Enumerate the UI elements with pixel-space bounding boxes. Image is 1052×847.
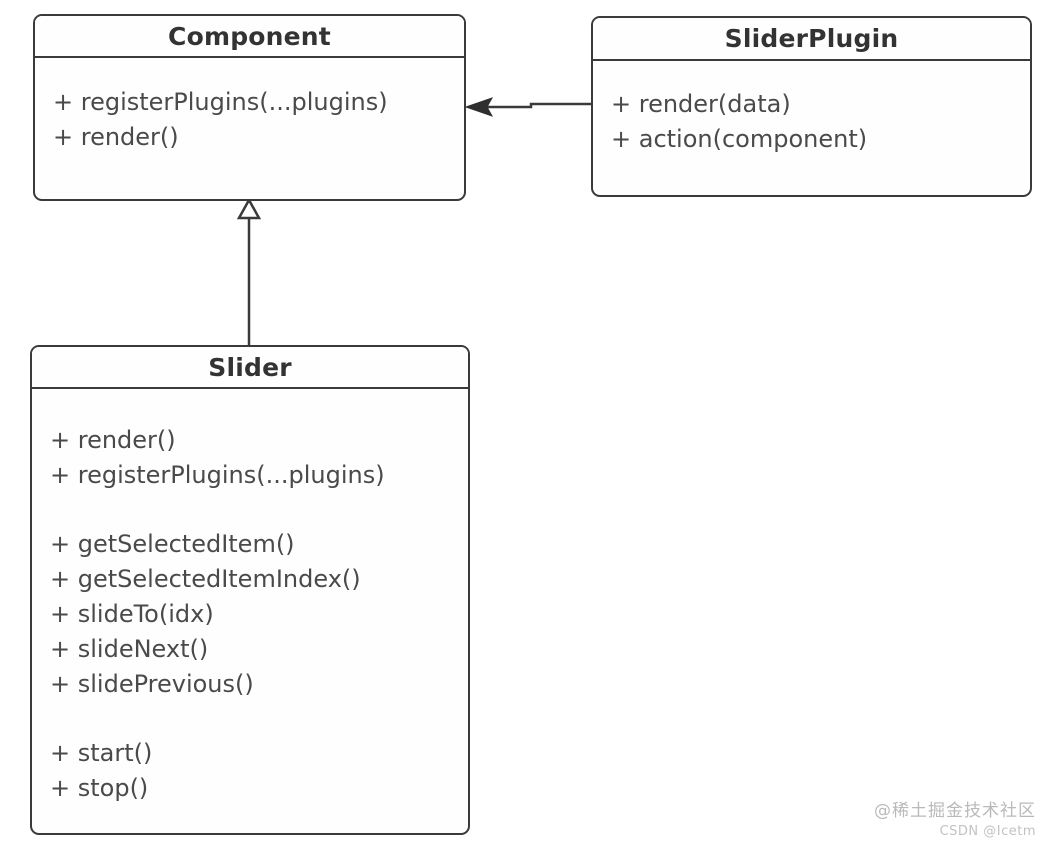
watermark: @稀土掘金技术社区 CSDN @Icetm <box>874 799 1036 841</box>
member-group: + getSelectedItem() + getSelectedItemInd… <box>32 527 468 702</box>
member-group-separator <box>32 702 468 736</box>
class-member: + slideTo(idx) <box>50 600 214 628</box>
class-member: + start() <box>50 739 153 767</box>
class-body-slider: + render() + registerPlugins(...plugins)… <box>32 389 468 806</box>
class-title-sliderplugin: SliderPlugin <box>724 24 899 53</box>
class-member: + registerPlugins(...plugins) <box>53 88 388 116</box>
class-box-component[interactable]: Component + registerPlugins(...plugins) … <box>33 14 466 201</box>
member-group: + start() + stop() <box>32 736 468 806</box>
member-group: + render() + registerPlugins(...plugins) <box>32 423 468 493</box>
class-member: + render() <box>53 123 179 151</box>
watermark-main-text: @稀土掘金技术社区 <box>874 801 1036 821</box>
class-header-sliderplugin: SliderPlugin <box>593 18 1030 61</box>
class-member: + registerPlugins(...plugins) <box>50 461 385 489</box>
class-member: + slideNext() <box>50 635 209 663</box>
class-body-sliderplugin: + render(data) + action(component) <box>593 61 1030 157</box>
member-group: + render(data) + action(component) <box>593 87 1030 157</box>
class-member: + action(component) <box>611 125 868 153</box>
class-member: + render(data) <box>611 90 791 118</box>
class-member: + render() <box>50 426 176 454</box>
class-title-component: Component <box>168 21 331 51</box>
class-header-component: Component <box>35 16 464 58</box>
class-member: + slidePrevious() <box>50 670 254 698</box>
class-member: + stop() <box>50 774 149 802</box>
watermark-sub-text: CSDN @Icetm <box>939 824 1036 839</box>
class-body-component: + registerPlugins(...plugins) + render() <box>35 58 464 155</box>
class-box-sliderplugin[interactable]: SliderPlugin + render(data) + action(com… <box>591 16 1032 197</box>
class-title-slider: Slider <box>208 352 292 382</box>
class-box-slider[interactable]: Slider + render() + registerPlugins(...p… <box>30 345 470 835</box>
class-member: + getSelectedItemIndex() <box>50 565 361 593</box>
member-group-separator <box>32 493 468 527</box>
generalization-arrow-slider-to-component <box>236 197 262 345</box>
member-group: + registerPlugins(...plugins) + render() <box>35 85 464 155</box>
class-header-slider: Slider <box>32 347 468 389</box>
association-arrow-sliderplugin-to-component <box>464 97 591 117</box>
class-member: + getSelectedItem() <box>50 530 295 558</box>
